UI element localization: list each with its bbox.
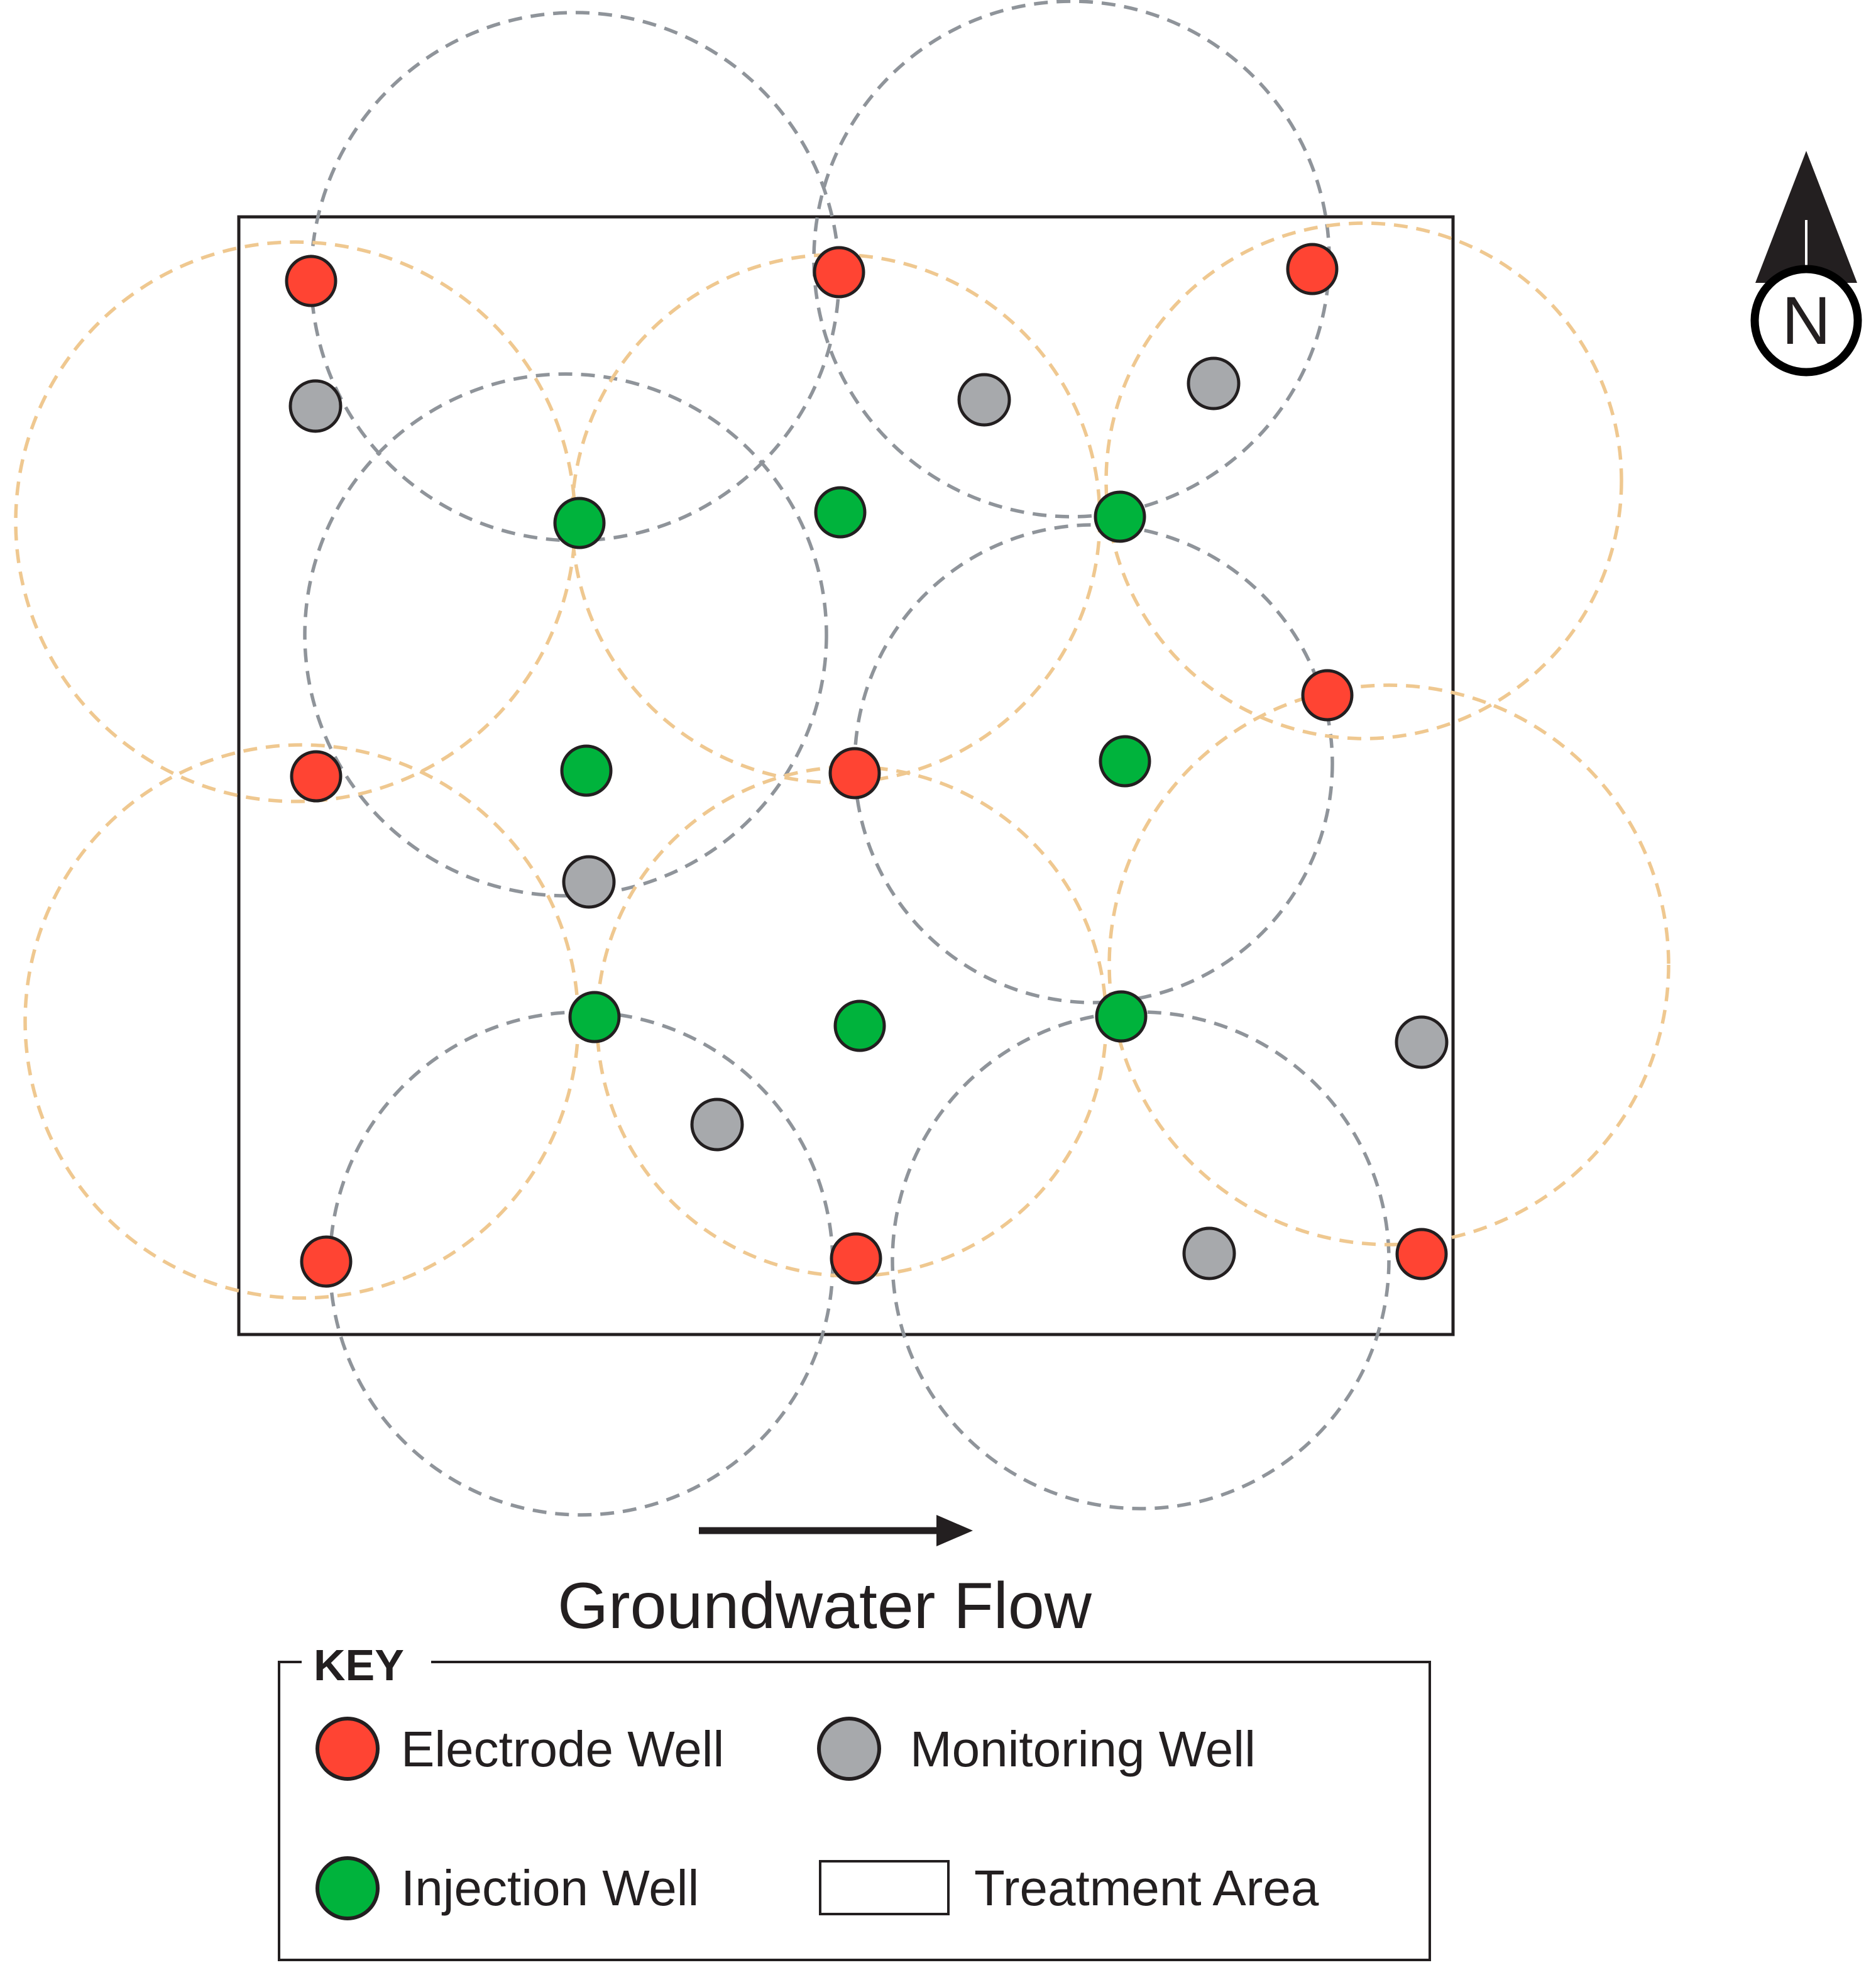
gray-influence-circle bbox=[891, 1010, 1391, 1511]
tan-influence-circle bbox=[1107, 683, 1670, 1246]
legend: KEY Electrode Well Monitoring Well Injec… bbox=[278, 1641, 1431, 1961]
north-label: N bbox=[1782, 282, 1831, 358]
legend-injection-swatch bbox=[315, 1856, 380, 1920]
injection-well bbox=[568, 991, 621, 1043]
electrode-well bbox=[1395, 1228, 1448, 1280]
legend-injection-label: Injection Well bbox=[401, 1860, 699, 1916]
legend-monitoring-swatch bbox=[817, 1717, 881, 1781]
monitoring-well bbox=[1182, 1226, 1236, 1280]
monitoring-well bbox=[1187, 356, 1241, 410]
legend-treatment-label: Treatment Area bbox=[974, 1860, 1319, 1916]
treatment-area-boundary bbox=[237, 215, 1455, 1336]
electrode-well bbox=[828, 747, 881, 800]
electrode-well bbox=[300, 1235, 353, 1288]
legend-electrode-swatch bbox=[315, 1717, 380, 1781]
injection-well bbox=[1099, 735, 1151, 788]
electrode-wells bbox=[285, 243, 1448, 1288]
injection-well bbox=[553, 497, 606, 549]
legend-monitoring-label: Monitoring Well bbox=[910, 1721, 1256, 1777]
north-arrow: N bbox=[1750, 151, 1862, 377]
electrode-well bbox=[290, 750, 343, 803]
north-arrow-pointer bbox=[1755, 151, 1857, 283]
injection-well bbox=[814, 486, 867, 539]
monitoring-well bbox=[957, 373, 1011, 427]
monitoring-well bbox=[562, 855, 616, 909]
injection-well bbox=[833, 999, 886, 1052]
gray-influence-circle bbox=[328, 1010, 835, 1517]
electrode-well bbox=[1301, 669, 1354, 722]
groundwater-flow-indicator: Groundwater Flow bbox=[557, 1515, 1092, 1643]
legend-title: KEY bbox=[314, 1641, 404, 1690]
flow-arrow-head bbox=[936, 1515, 973, 1546]
tan-influence-circle bbox=[14, 240, 577, 803]
injection-well bbox=[560, 744, 613, 797]
gray-influence-circle bbox=[853, 523, 1334, 1004]
north-circle bbox=[1750, 265, 1862, 377]
injection-wells bbox=[553, 486, 1151, 1052]
monitoring-wells bbox=[288, 356, 1449, 1280]
tan-influence-circle bbox=[23, 743, 580, 1300]
electrode-well bbox=[285, 255, 337, 307]
legend-treatment-swatch bbox=[819, 1860, 950, 1915]
legend-frame bbox=[278, 1661, 1431, 1961]
monitoring-well bbox=[1395, 1015, 1449, 1069]
electrode-well bbox=[813, 246, 865, 299]
electrode-well bbox=[1286, 243, 1339, 295]
electrode-well bbox=[830, 1232, 882, 1285]
monitoring-well bbox=[690, 1098, 744, 1152]
flow-label: Groundwater Flow bbox=[557, 1570, 1092, 1643]
injection-well bbox=[1095, 990, 1148, 1043]
injection-well bbox=[1094, 490, 1146, 543]
legend-electrode-label: Electrode Well bbox=[401, 1721, 724, 1777]
gray-influence-circle bbox=[303, 372, 828, 898]
tan-influence-circle bbox=[1104, 221, 1623, 740]
monitoring-well bbox=[288, 379, 343, 433]
